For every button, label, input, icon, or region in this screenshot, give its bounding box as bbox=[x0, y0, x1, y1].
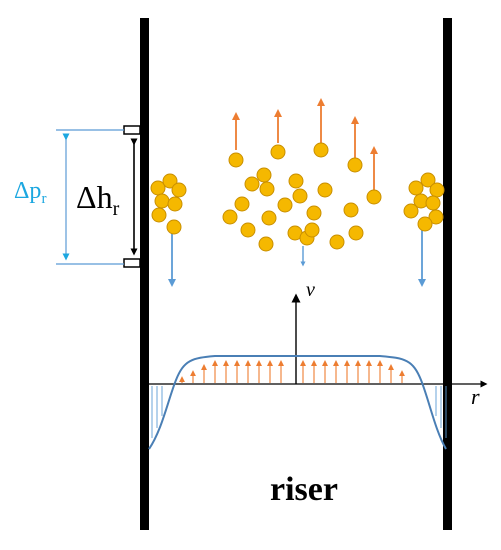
particle bbox=[151, 207, 167, 223]
profile-up-arrows bbox=[179, 360, 405, 383]
particle bbox=[304, 222, 320, 238]
particle bbox=[244, 176, 260, 192]
particle bbox=[270, 144, 286, 160]
particle bbox=[171, 182, 187, 198]
left-wall bbox=[140, 18, 149, 530]
particle bbox=[348, 225, 364, 241]
particle bbox=[425, 195, 441, 211]
particle bbox=[240, 222, 256, 238]
velocity-profile-curve bbox=[148, 355, 447, 450]
particle bbox=[347, 157, 363, 173]
particle bbox=[288, 173, 304, 189]
upflow-arrows bbox=[232, 98, 378, 190]
pressure-drop-label: Δpr bbox=[14, 178, 46, 207]
riser-title: riser bbox=[270, 471, 338, 508]
particles bbox=[150, 142, 445, 252]
particle bbox=[343, 202, 359, 218]
height-label: Δhr bbox=[76, 179, 120, 220]
particle bbox=[154, 193, 170, 209]
particle bbox=[417, 216, 433, 232]
particle bbox=[366, 189, 382, 205]
particle bbox=[420, 172, 436, 188]
particle bbox=[258, 236, 274, 252]
particle bbox=[259, 181, 275, 197]
particle bbox=[261, 210, 277, 226]
particle bbox=[228, 152, 244, 168]
particle bbox=[317, 182, 333, 198]
upper-pressure-tap bbox=[123, 125, 141, 135]
particle bbox=[408, 180, 424, 196]
particle bbox=[162, 173, 178, 189]
radius-axis-label: r bbox=[471, 384, 480, 409]
particle bbox=[234, 196, 250, 212]
particle bbox=[167, 196, 183, 212]
particle bbox=[313, 142, 329, 158]
downflow-arrows bbox=[168, 230, 426, 287]
particle bbox=[403, 203, 419, 219]
particle bbox=[329, 234, 345, 250]
velocity-axis-label: v bbox=[306, 279, 315, 301]
particle bbox=[166, 219, 182, 235]
particle bbox=[292, 188, 308, 204]
lower-pressure-tap bbox=[123, 258, 141, 268]
profile-down-arrows bbox=[151, 386, 447, 438]
particle bbox=[277, 197, 293, 213]
particle bbox=[222, 209, 238, 225]
particle bbox=[429, 182, 445, 198]
pressure-drop-bracket bbox=[56, 129, 124, 265]
particle bbox=[256, 167, 272, 183]
particle bbox=[428, 209, 444, 225]
particle bbox=[306, 205, 322, 221]
right-wall bbox=[443, 18, 452, 530]
